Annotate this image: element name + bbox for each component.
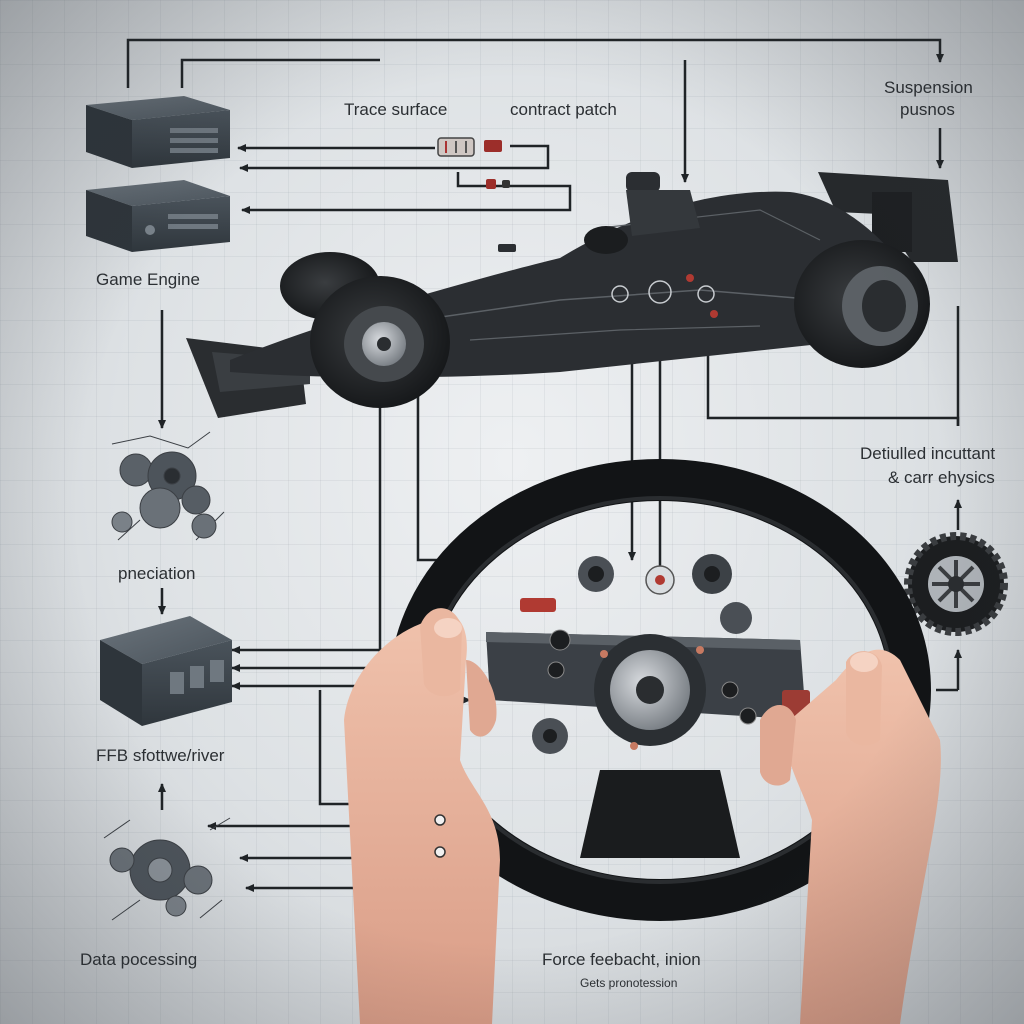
rear-wheel — [794, 240, 930, 368]
label-precision: pneciation — [118, 564, 196, 583]
label-ffb-software: FFB sfottwe/river — [96, 746, 225, 765]
front-wheel — [310, 276, 450, 408]
gear-cluster-icon — [103, 817, 231, 921]
top-loop-arrow — [126, 38, 944, 88]
label-game-engine: Game Engine — [96, 270, 200, 289]
tire-icon — [904, 532, 1008, 636]
arrow-contact-patch — [241, 172, 572, 214]
server-module-icon — [86, 180, 230, 252]
label-contact-patch: contract patch — [510, 100, 617, 119]
label-trace-surface: Trace surface — [344, 100, 448, 119]
server-module-icon — [86, 96, 230, 168]
label-detailed-physics-sub: & carr ehysics — [888, 468, 995, 487]
label-suspension-sub: pusnos — [900, 100, 955, 119]
label-suspension: Suspension — [884, 78, 973, 97]
label-detailed-physics: Detiulled incuttant — [860, 444, 996, 463]
hand-illustration — [344, 608, 941, 1024]
gear-cluster-icon — [111, 431, 225, 541]
label-data-processing: Data pocessing — [80, 950, 198, 969]
server-module-icon — [100, 616, 232, 726]
formula-car-illustration — [186, 172, 958, 418]
label-force-feedback: Force feebacht, inion — [542, 950, 701, 969]
label-force-feedback-sub: Gets pronotession — [580, 976, 678, 990]
sensor-connectors — [437, 137, 510, 189]
